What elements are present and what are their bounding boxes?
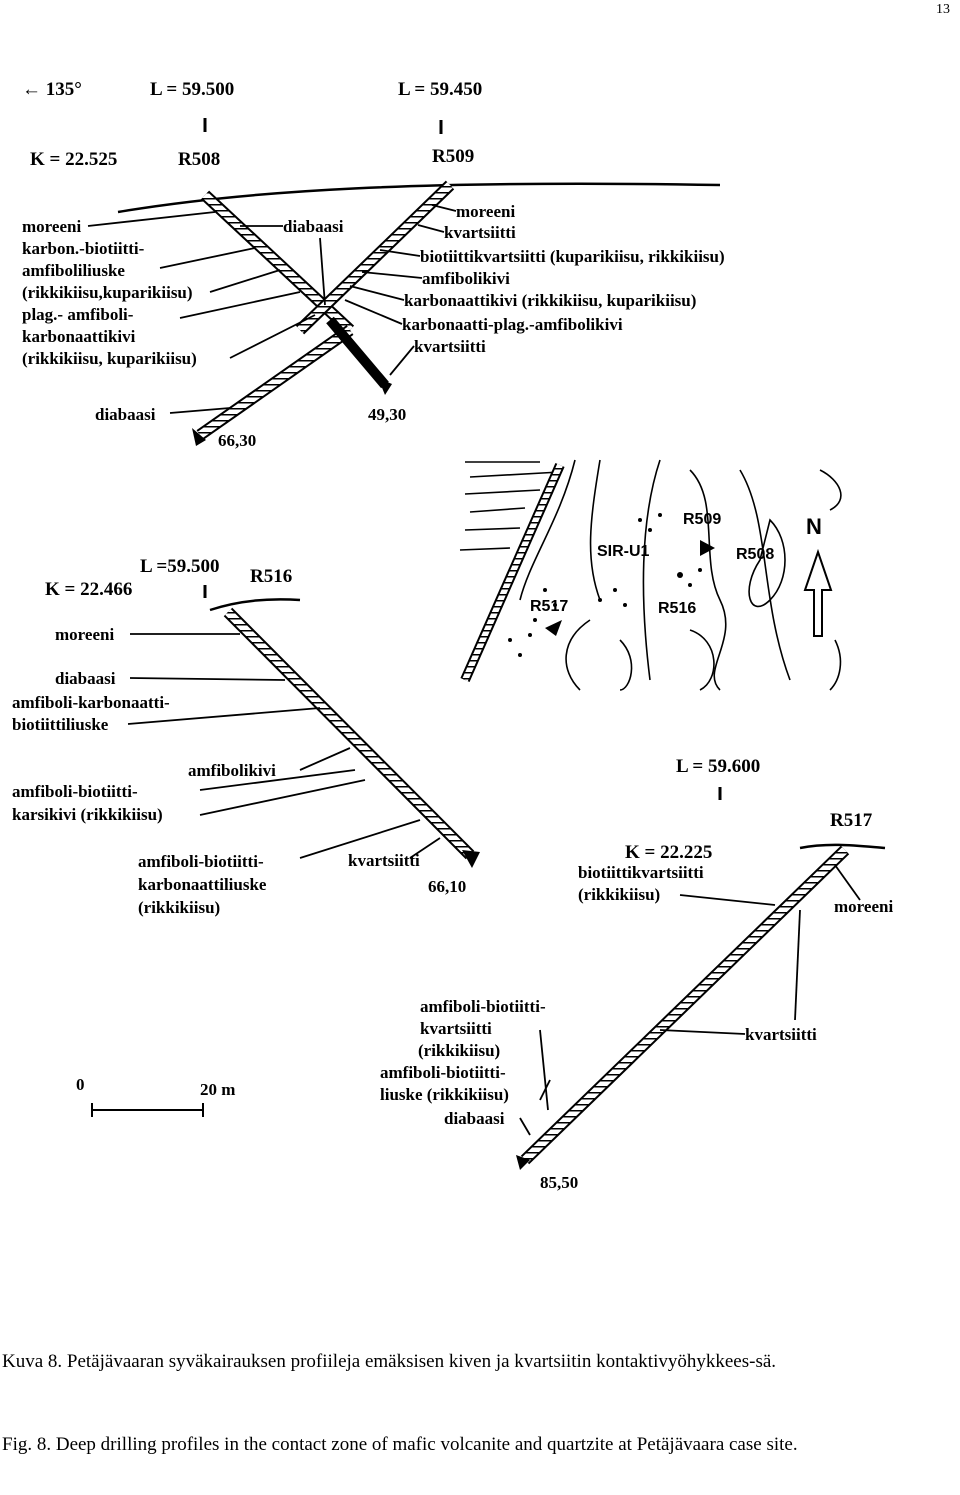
label-karbonaattikivi: karbonaattikivi <box>22 327 136 346</box>
map-drill-marker-r509 <box>700 540 715 556</box>
north-label: N <box>806 514 822 539</box>
scale-start-label: 0 <box>76 1075 85 1094</box>
label-karbonaatti-plag-r509: karbonaatti-plag.-amfibolikivi <box>402 315 623 334</box>
label-karbonaattikivi-r509: karbonaattikivi (rikkikiisu, kuparikiisu… <box>404 291 696 310</box>
profile-r516: L =59.500 K = 22.466 R516 moreeni diabaa… <box>12 556 480 917</box>
label-biotiittikvartsiitti-r509: biotiittikvartsiitti (kuparikiisu, rikki… <box>420 247 725 266</box>
label-moreeni-r509: moreeni <box>456 202 515 221</box>
label-karbonaattiliuske-r516: karbonaattiliuske <box>138 875 267 894</box>
ground-surface <box>117 182 721 214</box>
north-arrow-icon <box>803 548 833 637</box>
label-amfiboli-biotiitti-r517: amfiboli-biotiitti- <box>420 997 546 1016</box>
hole-r508-label: R508 <box>178 149 220 170</box>
map-label-r516: R516 <box>658 600 696 617</box>
depth-r509: 49,30 <box>368 405 406 424</box>
k-r516: K = 22.466 <box>45 579 132 600</box>
label-moreeni: moreeni <box>22 217 81 236</box>
r509-leader-lines <box>344 204 457 376</box>
r517-leader-lines <box>519 864 861 1136</box>
depth-r516: 66,10 <box>428 877 466 896</box>
r508-left-labels: moreeni karbon.-biotiitti- amfiboliliusk… <box>22 217 197 368</box>
label-rikkikiisu-kuparikiisu: (rikkikiisu,kuparikiisu) <box>22 283 193 302</box>
label-kvartsiitti-r516: kvartsiitti <box>348 851 420 870</box>
label-moreeni-r517: moreeni <box>834 897 893 916</box>
label-rikkikiisu-kuparikiisu-2: (rikkikiisu, kuparikiisu) <box>22 349 197 368</box>
label-biotiittiliuske-r516: biotiittiliuske <box>12 715 109 734</box>
label-biotiittikvartsiitti-r517: biotiittikvartsiitti <box>578 863 704 882</box>
caption-english: Fig. 8. Deep drilling profiles in the co… <box>2 1434 798 1455</box>
map-label-r509: R509 <box>683 511 721 528</box>
label-kvartsiitti-r517-2: kvartsiitti <box>420 1019 492 1038</box>
drill-hole-r509-lower <box>326 316 389 389</box>
label-rikkikiisu-r517-2: (rikkikiisu) <box>418 1041 500 1060</box>
label-kvartsiitti-r517: kvartsiitti <box>745 1025 817 1044</box>
label-rikkikiisu-r516: (rikkikiisu) <box>138 898 220 917</box>
depth-r508: 66,30 <box>218 431 256 450</box>
map-contours <box>459 459 842 691</box>
l-r517: L = 59.600 <box>676 756 760 777</box>
label-diabaasi-bottom: diabaasi <box>95 405 156 424</box>
map-label-r508: R508 <box>736 546 774 563</box>
r508-leader-lines <box>87 211 316 359</box>
scale-bar: 0 20 m <box>76 1075 235 1117</box>
k-r517: K = 22.225 <box>625 842 712 863</box>
label-amfibolikivi-r509: amfibolikivi <box>422 269 510 288</box>
label-amfiboli-karbonaatti-r516: amfiboli-karbonaatti- <box>12 693 170 712</box>
location-map: R509 SIR-U1 R508 R517 R516 N <box>459 459 842 691</box>
label-karbon-biotiitti: karbon.-biotiitti- <box>22 239 145 258</box>
label-amfiboli-biotiitti-r516: amfiboli-biotiitti- <box>12 782 138 801</box>
label-kvartsiitti-r509-2: kvartsiitti <box>414 337 486 356</box>
k-r508: K = 22.525 <box>30 149 117 170</box>
label-karsikivi-r516: karsikivi (rikkikiisu) <box>12 805 163 824</box>
map-label-sir-u1: SIR-U1 <box>597 543 650 560</box>
page-number: 13 <box>936 2 950 17</box>
label-rikkikiisu-r517: (rikkikiisu) <box>578 885 660 904</box>
drill-hole-r517-end <box>516 1155 530 1170</box>
map-drill-marker-r517 <box>545 620 562 636</box>
label-diabaasi-r516: diabaasi <box>55 669 116 688</box>
map-stipple <box>508 513 702 657</box>
label-amfiboli-biotiitti-r517-2: amfiboli-biotiitti- <box>380 1063 506 1082</box>
l-r508: L = 59.500 <box>150 79 234 100</box>
azimuth-label: ← 135° <box>22 79 82 100</box>
hole-r516-label: R516 <box>250 566 292 587</box>
l-r509: L = 59.450 <box>398 79 482 100</box>
depth-r517: 85,50 <box>540 1173 578 1192</box>
label-amfiboliliuske: amfiboliliuske <box>22 261 125 280</box>
map-label-r517: R517 <box>530 598 568 615</box>
ground-surface-r516 <box>209 598 301 612</box>
r509-right-labels: moreeni kvartsiitti biotiittikvartsiitti… <box>402 202 725 356</box>
hole-r509-label: R509 <box>432 146 474 167</box>
label-amfiboli-biotiitti-r516-2: amfiboli-biotiitti- <box>138 852 264 871</box>
drilling-profiles-figure: ← 135° L = 59.500 L = 59.450 K = 22.525 … <box>12 79 893 1192</box>
r516-leader-lines <box>127 633 441 859</box>
label-diabaasi-r517: diabaasi <box>444 1109 505 1128</box>
label-diabaasi-mid: diabaasi <box>283 217 344 236</box>
label-moreeni-r516: moreeni <box>55 625 114 644</box>
label-plag-amfiboli: plag.- amfiboli- <box>22 305 134 324</box>
label-liuske-r517: liuske (rikkikiisu) <box>380 1085 509 1104</box>
hole-r517-label: R517 <box>830 810 873 831</box>
drill-hole-r509-end <box>378 378 392 395</box>
profile-r508-r509: ← 135° L = 59.500 L = 59.450 K = 22.525 … <box>22 79 725 450</box>
label-kvartsiitti-r509: kvartsiitti <box>444 223 516 242</box>
label-amfibolikivi-r516: amfibolikivi <box>188 761 276 780</box>
ground-surface-r517 <box>799 843 886 850</box>
drill-hole-r516-end <box>462 850 480 868</box>
l-r516: L =59.500 <box>140 556 219 577</box>
scale-end-label: 20 m <box>200 1080 235 1099</box>
profile-r517: L = 59.600 R517 K = 22.225 biotiittikvar… <box>380 756 893 1192</box>
drill-hole-r508-end <box>192 428 206 446</box>
caption-finnish: Kuva 8. Petäjävaaran syväkairauksen prof… <box>2 1351 777 1372</box>
